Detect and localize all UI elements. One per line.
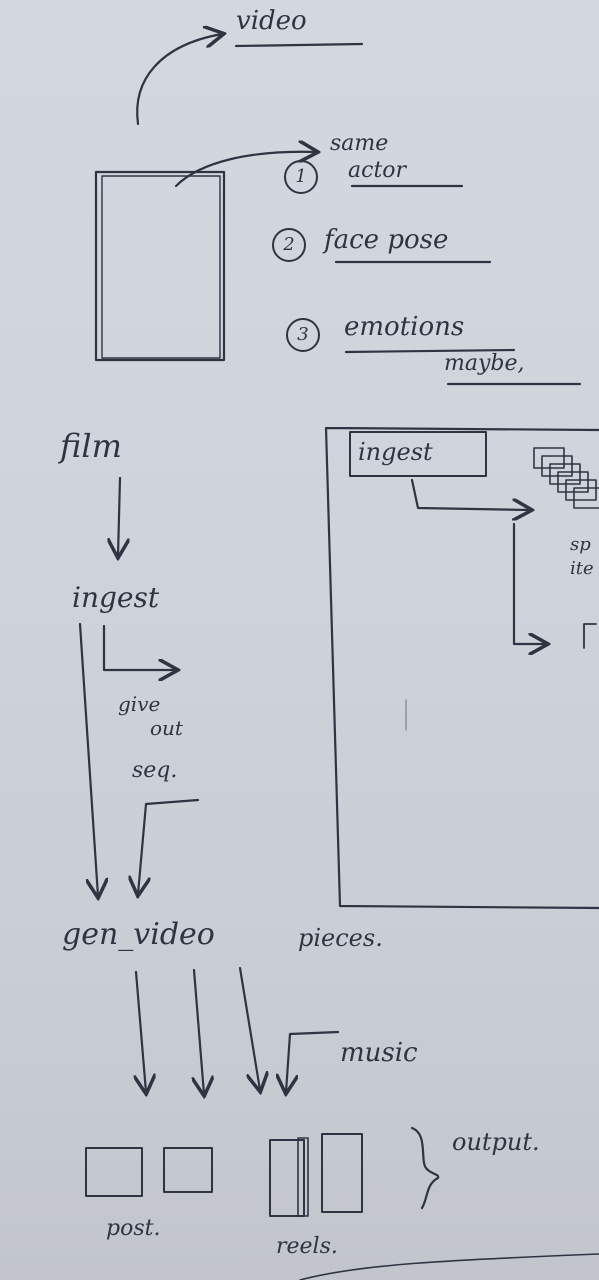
label-same: same	[330, 131, 389, 156]
label-gen-video: gen_video	[62, 917, 215, 952]
label-reels: reels.	[276, 1234, 338, 1259]
reel-frame-1	[269, 1139, 305, 1217]
pipeline-box	[324, 426, 599, 910]
label-post: post.	[106, 1216, 161, 1241]
label-video: video	[236, 6, 307, 36]
arrow-ingest-to-gen	[78, 622, 98, 896]
label-output: output.	[452, 1128, 540, 1156]
label-pieces: pieces.	[298, 924, 383, 952]
label-out: out	[150, 716, 183, 740]
arrow-to-video	[136, 34, 222, 126]
post-frame-2	[163, 1147, 213, 1193]
reel-frame-3	[321, 1133, 363, 1213]
label-emotions: emotions	[344, 312, 465, 342]
label-actor: actor	[348, 158, 407, 183]
label-cut-sp: sp	[570, 534, 591, 555]
label-film: film	[60, 427, 122, 465]
output-brace	[410, 1126, 440, 1210]
ingest-box	[349, 431, 487, 477]
label-face-pose: face pose	[324, 225, 449, 255]
stacked-frames-icon	[533, 447, 599, 509]
label-seq: seq.	[132, 758, 178, 783]
number-3: 3	[286, 318, 320, 352]
post-frame-1	[85, 1147, 143, 1197]
reel-frame-2	[297, 1137, 309, 1217]
label-music: music	[340, 1038, 418, 1068]
arrow-film-to-ingest	[118, 476, 120, 556]
number-1: 1	[284, 160, 318, 194]
label-ingest-box: ingest	[358, 438, 433, 466]
video-frame-sketch	[94, 170, 226, 362]
number-2: 2	[272, 228, 306, 262]
label-maybe: maybe,	[444, 351, 525, 376]
label-give: give	[118, 692, 161, 716]
label-cut-ite: ite	[570, 558, 594, 579]
label-ingest: ingest	[72, 581, 160, 614]
